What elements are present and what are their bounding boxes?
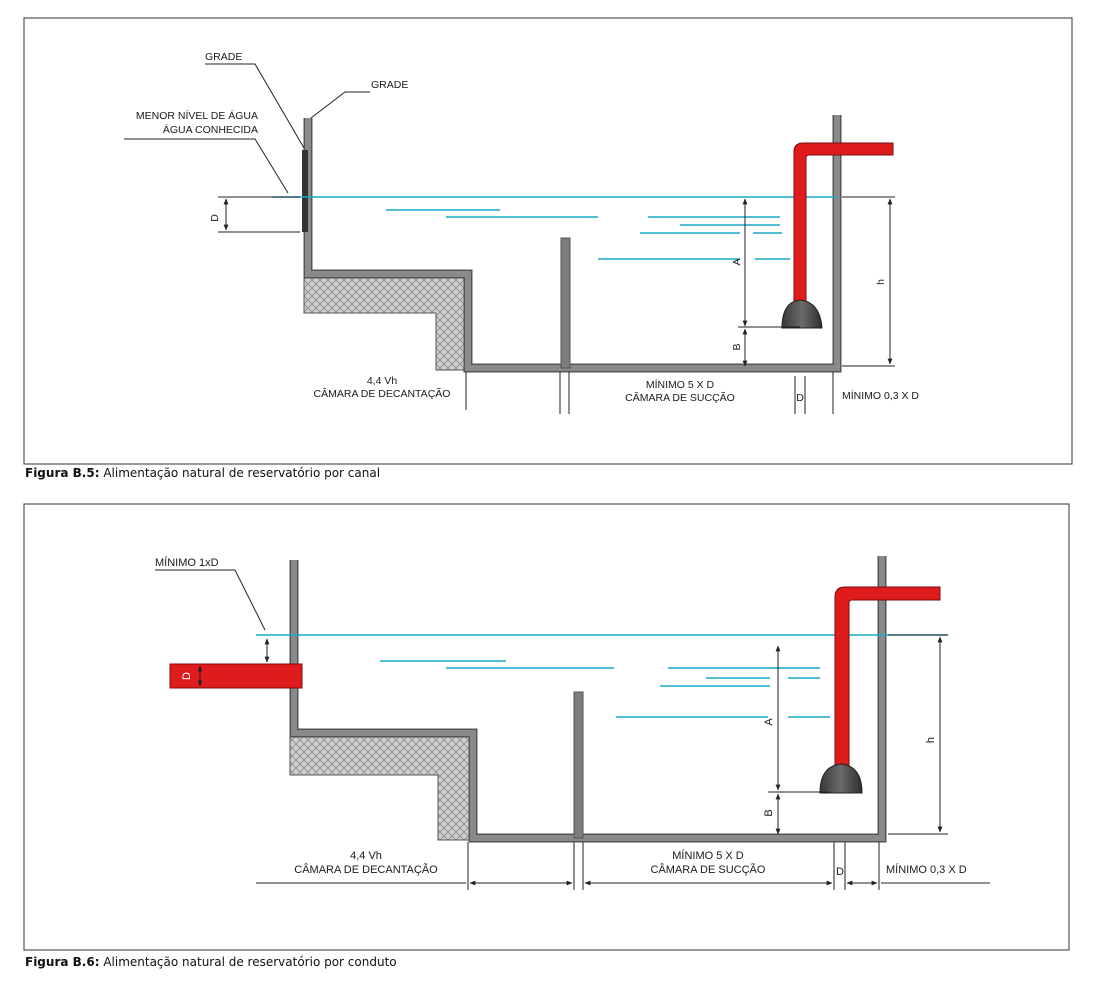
b5-label-a: A: [731, 258, 743, 265]
b6-label-b: B: [763, 809, 775, 816]
b5-label-min03: MÍNIMO 0,3 X D: [842, 389, 919, 402]
b5-label-min5: MÍNIMO 5 X D: [646, 378, 715, 391]
figure-b5-caption: Figura B.5: Alimentação natural de reser…: [25, 466, 380, 480]
b6-label-min1: MÍNIMO 1xD: [155, 556, 219, 569]
b6-dimensions: [155, 569, 990, 890]
b5-label-succ: CÂMARA DE SUCÇÃO: [625, 391, 735, 404]
figure-b6: MÍNIMO 1xD D A B h 4,4 Vh CÂMARA DE DECA…: [23, 503, 1070, 951]
figure-b5: GRADE GRADE MENOR NÍVEL DE ÁGUA ÁGUA CON…: [23, 17, 1073, 465]
b6-inlet-pipe: [169, 663, 303, 689]
figure-b6-caption-number: Figura B.6:: [25, 955, 100, 969]
figure-b5-frame: [23, 17, 1073, 465]
b6-label-d-pipe: D: [181, 672, 193, 680]
b5-label-lowest-level-1: MENOR NÍVEL DE ÁGUA: [136, 109, 258, 122]
b6-label-succ: CÂMARA DE SUCÇÃO: [651, 863, 766, 876]
b5-label-d-bottom: D: [796, 392, 804, 404]
b6-label-h: h: [925, 737, 937, 743]
b5-label-vh: 4,4 Vh: [367, 375, 398, 387]
b6-label-min03: MÍNIMO 0,3 X D: [886, 863, 967, 876]
b5-label-lowest-level-2: ÁGUA CONHECIDA: [163, 123, 258, 136]
b5-labels: GRADE GRADE MENOR NÍVEL DE ÁGUA ÁGUA CON…: [136, 51, 920, 404]
b5-label-d-left: D: [209, 214, 221, 222]
figure-b5-caption-text: Alimentação natural de reservatório por …: [99, 466, 381, 480]
b6-label-d-bottom: D: [836, 866, 844, 878]
b5-water-lines: [272, 196, 838, 260]
b5-suction-bell: [781, 299, 823, 329]
b6-suction-bell: [819, 763, 863, 794]
b5-dimensions: [124, 63, 895, 414]
b5-divider-wall: [560, 237, 571, 369]
b6-label-a: A: [763, 718, 775, 726]
b6-label-decant: CÂMARA DE DECANTAÇÃO: [294, 863, 438, 876]
b5-label-b: B: [731, 343, 743, 350]
b6-label-min5: MÍNIMO 5 X D: [672, 849, 744, 862]
figure-b5-caption-number: Figura B.5:: [25, 466, 100, 480]
figure-b6-caption: Figura B.6: Alimentação natural de reser…: [25, 955, 397, 969]
b5-label-grade-2: GRADE: [371, 79, 408, 91]
b6-water-lines: [256, 634, 948, 718]
b6-divider-wall: [573, 691, 584, 839]
b6-label-vh: 4,4 Vh: [350, 850, 382, 862]
b5-label-h: h: [875, 279, 887, 285]
b6-labels: MÍNIMO 1xD D A B h 4,4 Vh CÂMARA DE DECA…: [155, 556, 967, 878]
b5-label-grade-1: GRADE: [205, 51, 242, 63]
b5-grate: [302, 150, 308, 232]
b5-label-decant: CÂMARA DE DECANTAÇÃO: [314, 387, 451, 400]
figure-b6-frame: [23, 503, 1070, 951]
figure-b6-caption-text: Alimentação natural de reservatório por …: [99, 955, 397, 969]
